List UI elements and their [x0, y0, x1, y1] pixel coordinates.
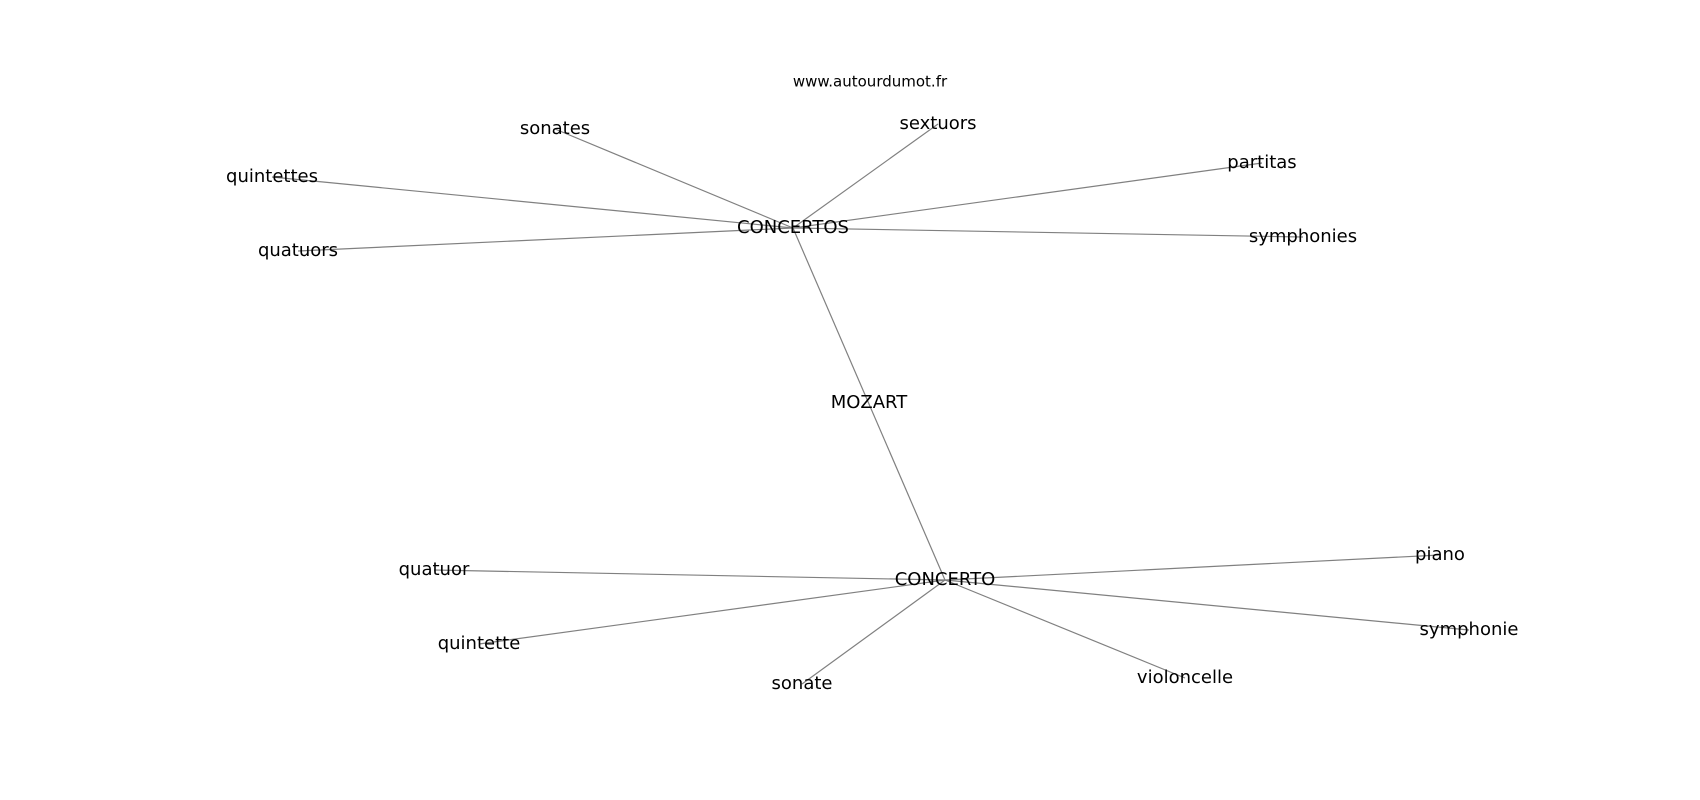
node-sextuors: sextuors — [899, 113, 976, 134]
edge-concerto-sonate — [801, 579, 946, 685]
node-quintette: quintette — [438, 633, 521, 654]
edge-concertos-partitas — [792, 162, 1263, 229]
edge-concertos-concerto — [792, 227, 946, 581]
edge-concerto-piano — [944, 554, 1441, 581]
node-quintettes: quintettes — [226, 166, 318, 187]
node-violoncelle: violoncelle — [1137, 667, 1233, 688]
node-symphonie: symphonie — [1420, 619, 1519, 640]
edge-concertos-symphonies — [792, 227, 1304, 238]
node-quatuors: quatuors — [258, 240, 338, 261]
edge-concerto-symphonie — [944, 579, 1470, 631]
edge-concerto-quintette — [478, 579, 946, 645]
node-sonate: sonate — [772, 673, 833, 694]
source-url-label: www.autourdumot.fr — [793, 73, 948, 91]
edge-concertos-quintettes — [271, 176, 794, 229]
edge-concertos-sonates — [554, 128, 794, 229]
graph-nodes: MOZART CONCERTOS CONCERTO sonates sextuors pa… — [226, 113, 1518, 694]
node-quatuor: quatuor — [399, 559, 470, 580]
node-concerto: CONCERTO — [895, 569, 996, 590]
edge-concerto-violoncelle — [944, 579, 1186, 679]
node-piano: piano — [1415, 544, 1465, 565]
node-concertos: CONCERTOS — [737, 217, 849, 238]
edge-concertos-sextuors — [792, 123, 939, 229]
edge-concertos-quatuors — [297, 227, 794, 252]
graph-edges — [271, 123, 1470, 685]
node-sonates: sonates — [520, 118, 590, 139]
node-mozart: MOZART — [831, 392, 909, 413]
node-partitas: partitas — [1227, 152, 1296, 173]
edge-concerto-quatuor — [433, 569, 946, 581]
node-symphonies: symphonies — [1249, 226, 1357, 247]
